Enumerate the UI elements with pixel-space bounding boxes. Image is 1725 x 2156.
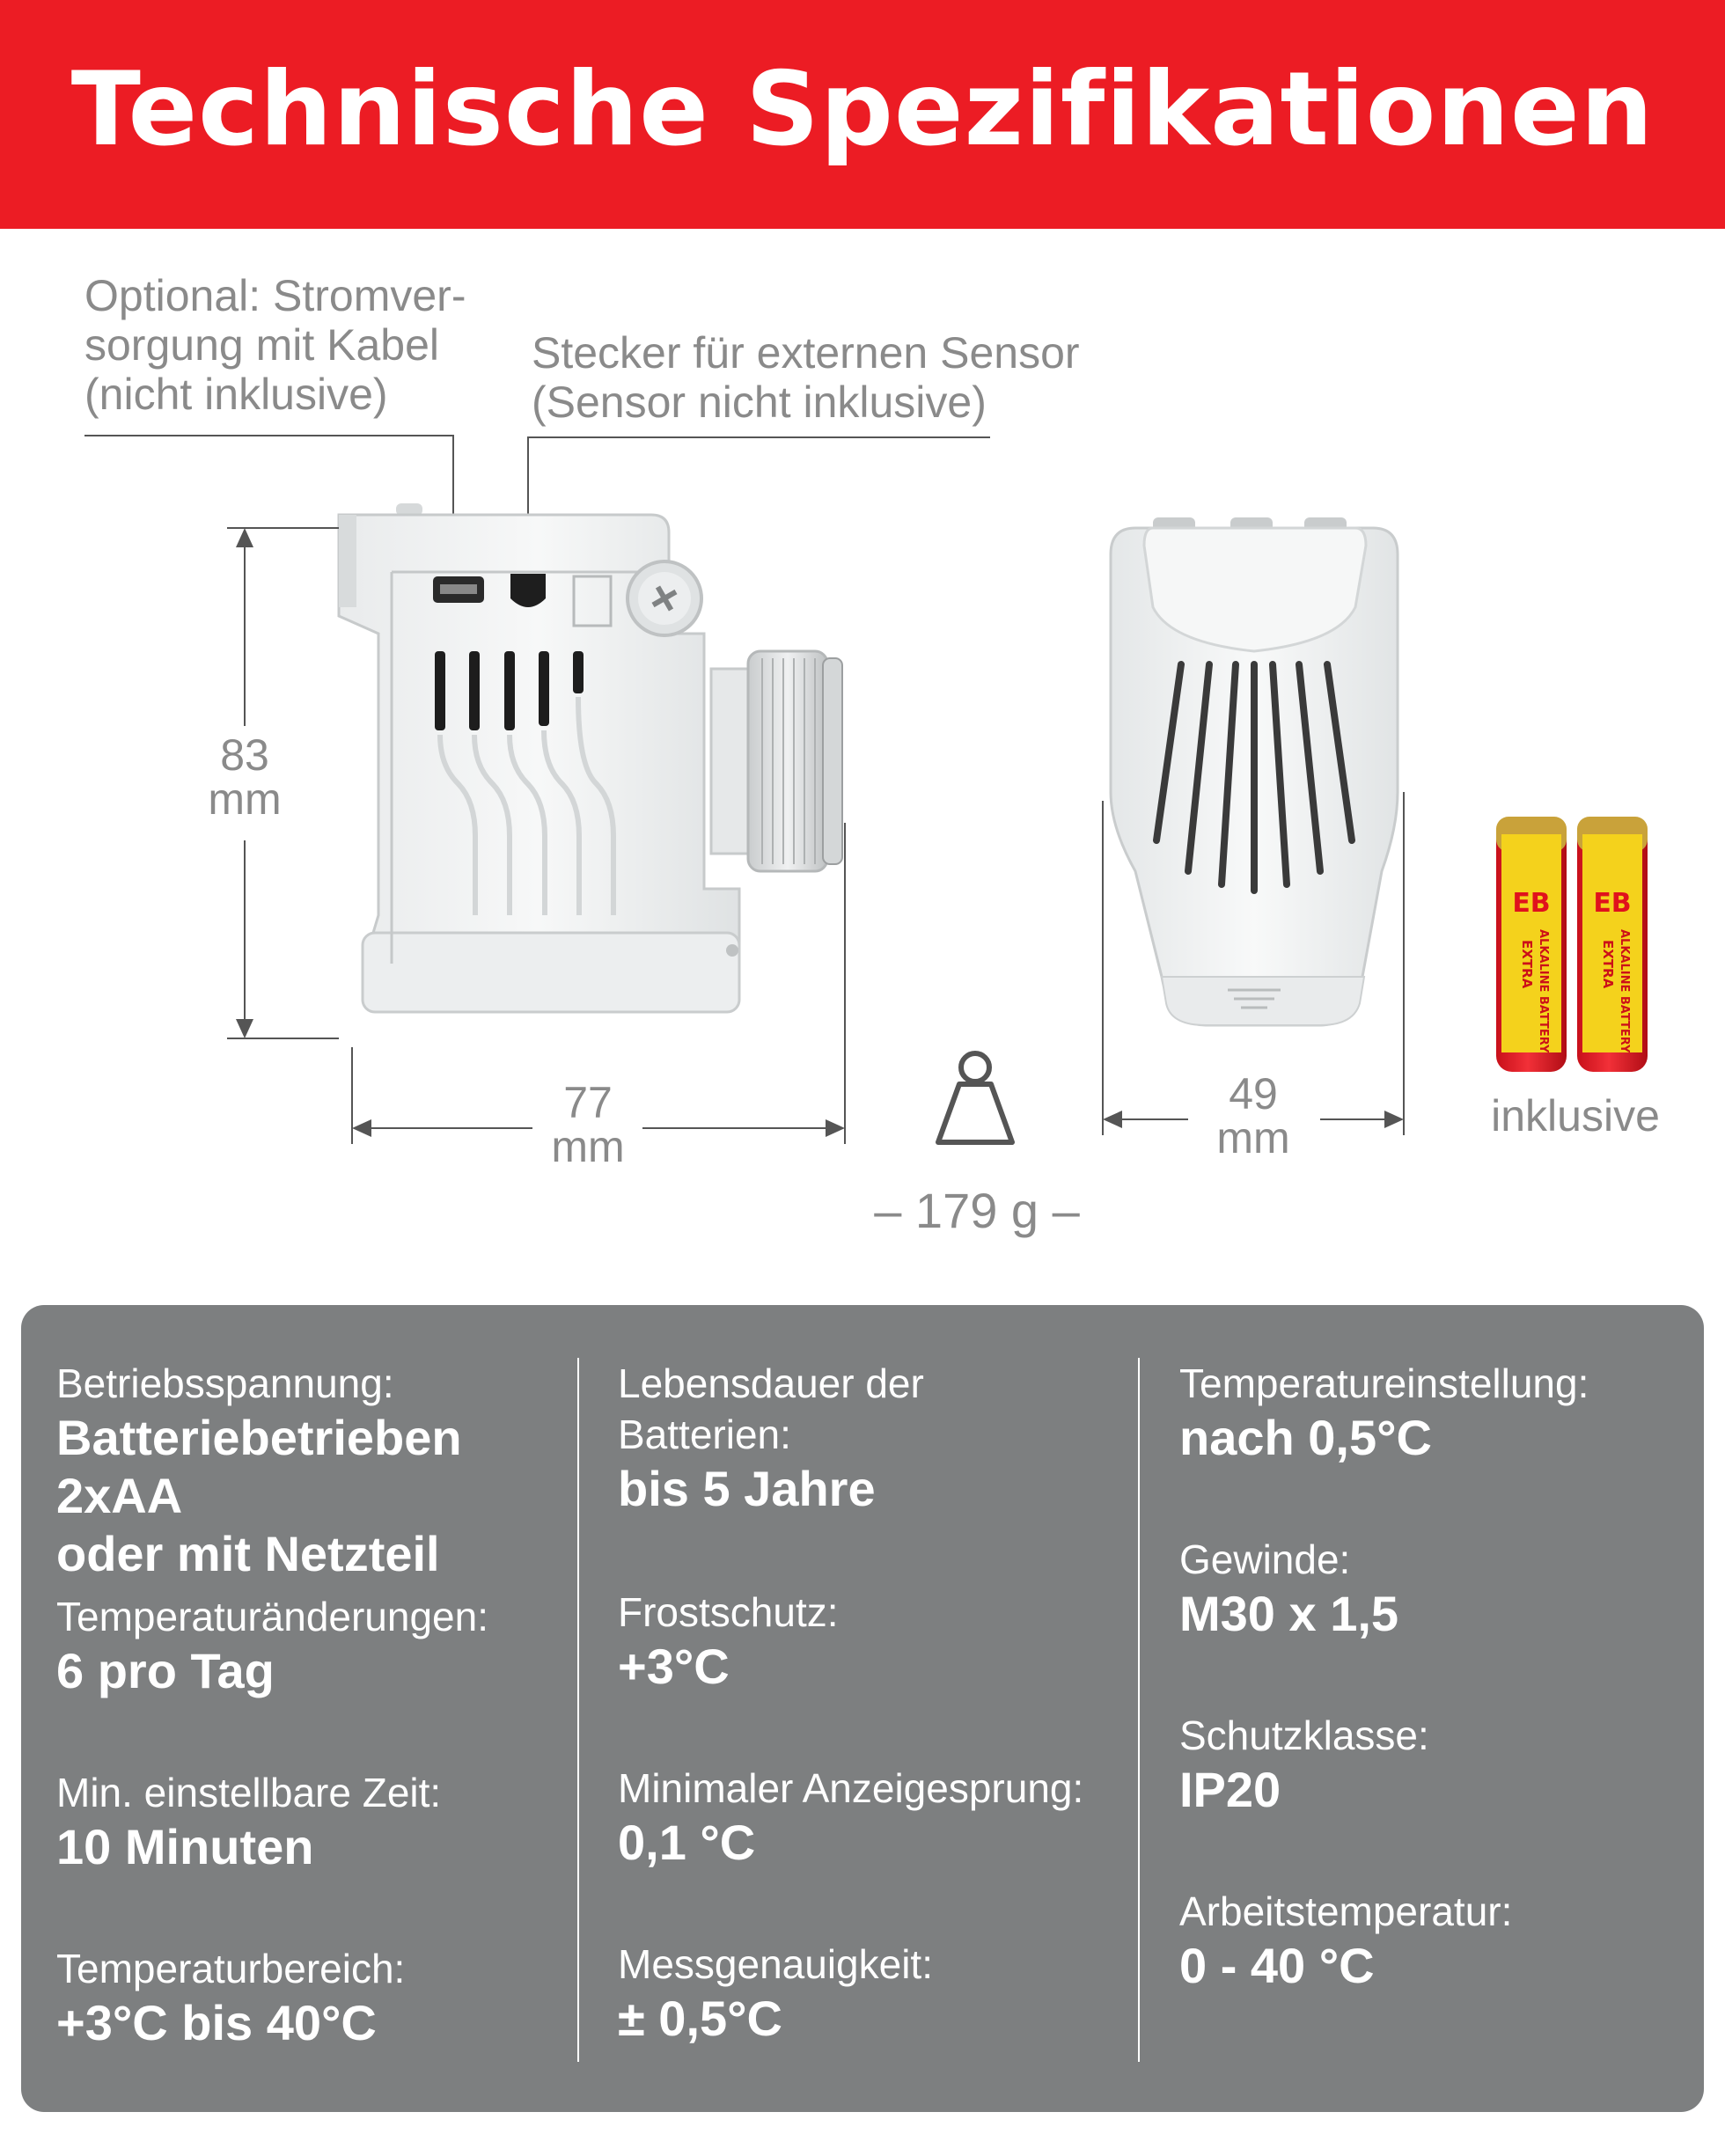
width-dimension-line — [1102, 792, 1405, 1135]
sensor-jack-icon — [510, 574, 546, 607]
power-callout-line-3: (nicht inklusive) — [84, 370, 388, 419]
screw-icon — [626, 560, 703, 637]
spec-value: 6 pro Tag — [56, 1643, 275, 1698]
width-value: 49 — [1229, 1069, 1278, 1118]
battery-text-2: ALKALINE BATTERY — [1537, 929, 1550, 1053]
spec-thread: Gewinde: M30 x 1,5 — [1179, 1534, 1398, 1643]
battery-included-label: inklusive — [1491, 1091, 1660, 1140]
spec-label: Schutzklasse: — [1179, 1712, 1429, 1758]
spec-temperature-setting: Temperatureinstellung: nach 0,5°C — [1179, 1358, 1589, 1467]
spec-value: IP20 — [1179, 1762, 1281, 1817]
power-callout-line-1: Optional: Stromver- — [84, 271, 466, 320]
spec-value: 0 - 40 °C — [1179, 1938, 1375, 1993]
height-dimension-line — [227, 527, 339, 1039]
weight-icon — [936, 1051, 1015, 1145]
page-title: Technische Spezifikationen — [70, 50, 1655, 169]
spec-display-step: Minimaler Anzeigesprung: 0,1 °C — [618, 1763, 1083, 1872]
sensor-callout-line-1: Stecker für externen Sensor — [532, 328, 1080, 378]
spec-operating-voltage: Betriebsspannung: Batteriebetrieben 2xAA… — [56, 1358, 567, 1583]
height-value: 83 — [220, 730, 269, 780]
spec-label: Temperatureinstellung: — [1179, 1360, 1589, 1406]
spec-label: Lebensdauer der — [618, 1360, 924, 1406]
spec-frost-protection: Frostschutz: +3°C — [618, 1587, 839, 1696]
spec-battery-life: Lebensdauer der Batterien: bis 5 Jahre — [618, 1358, 924, 1518]
spec-value: +3°C bis 40°C — [56, 1995, 377, 2050]
usb-port-icon — [433, 576, 484, 603]
spec-label: Betriebsspannung: — [56, 1360, 394, 1406]
specs-panel: Betriebsspannung: Batteriebetrieben 2xAA… — [21, 1305, 1704, 2112]
spec-value: 0,1 °C — [618, 1815, 756, 1870]
product-diagram: EB EXTRA ALKALINE BATTERY EB EXTRA ALKAL… — [84, 435, 1648, 1145]
spec-value: 10 Minuten — [56, 1819, 314, 1874]
depth-dimension-line — [351, 823, 846, 1144]
spec-label: Temperaturänderungen: — [56, 1594, 488, 1639]
spec-temperature-range: Temperaturbereich: +3°C bis 40°C — [56, 1943, 405, 2052]
battery-text-1: EXTRA — [1519, 940, 1535, 989]
width-label: 49 mm — [1192, 1072, 1315, 1160]
depth-value: 77 — [563, 1078, 613, 1127]
vent-grooves — [437, 696, 616, 915]
battery-icon: EB EXTRA ALKALINE BATTERY — [1577, 817, 1648, 1072]
spec-value: oder mit Netzteil — [56, 1526, 440, 1581]
spec-label: Batterien: — [618, 1412, 791, 1457]
spec-label: Arbeitstemperatur: — [1179, 1888, 1513, 1934]
spec-label: Messgenauigkeit: — [618, 1941, 933, 1987]
vent-slots — [435, 651, 584, 730]
spec-min-time: Min. einstellbare Zeit: 10 Minuten — [56, 1767, 441, 1876]
power-callout-line-2: sorgung mit Kabel — [84, 320, 440, 370]
battery-text-1: EXTRA — [1600, 940, 1616, 989]
spec-working-temperature: Arbeitstemperatur: 0 - 40 °C — [1179, 1886, 1512, 1995]
header-banner: Technische Spezifikationen — [0, 0, 1725, 229]
spec-value: M30 x 1,5 — [1179, 1586, 1399, 1641]
spec-value: ± 0,5°C — [618, 1991, 782, 2046]
width-unit: mm — [1216, 1113, 1290, 1162]
depth-unit: mm — [551, 1122, 625, 1171]
battery-brand: EB — [1593, 888, 1631, 919]
spec-temperature-changes: Temperaturänderungen: 6 pro Tag — [56, 1591, 488, 1700]
spec-label: Frostschutz: — [618, 1589, 839, 1635]
height-label: 83 mm — [183, 733, 306, 821]
spec-value: bis 5 Jahre — [618, 1461, 876, 1516]
spec-value: +3°C — [618, 1639, 730, 1694]
thermostat-front-view — [1109, 517, 1399, 1027]
spec-protection-class: Schutzklasse: IP20 — [1179, 1710, 1429, 1819]
depth-label: 77 mm — [526, 1081, 650, 1169]
weight-label: – 179 g – — [874, 1183, 1080, 1238]
spec-label: Temperaturbereich: — [56, 1946, 406, 1991]
battery-icon: EB EXTRA ALKALINE BATTERY — [1496, 817, 1567, 1072]
spec-value: Batteriebetrieben 2xAA — [56, 1410, 462, 1523]
spec-label: Gewinde: — [1179, 1536, 1351, 1582]
front-vent-slots — [1153, 661, 1355, 894]
spec-value: nach 0,5°C — [1179, 1410, 1432, 1465]
sensor-callout-line-2: (Sensor nicht inklusive) — [532, 378, 987, 427]
power-callout: Optional: Stromver- sorgung mit Kabel (n… — [84, 271, 466, 419]
sensor-callout: Stecker für externen Sensor (Sensor nich… — [532, 328, 1080, 427]
thermostat-side-view — [337, 503, 843, 1014]
spec-label: Minimaler Anzeigesprung: — [618, 1765, 1084, 1811]
spec-label: Min. einstellbare Zeit: — [56, 1770, 442, 1815]
battery-brand: EB — [1512, 888, 1550, 919]
column-divider — [577, 1358, 579, 2062]
spec-measurement-accuracy: Messgenauigkeit: ± 0,5°C — [618, 1939, 933, 2048]
battery-text-2: ALKALINE BATTERY — [1618, 929, 1631, 1053]
height-unit: mm — [208, 774, 282, 824]
column-divider — [1138, 1358, 1140, 2062]
